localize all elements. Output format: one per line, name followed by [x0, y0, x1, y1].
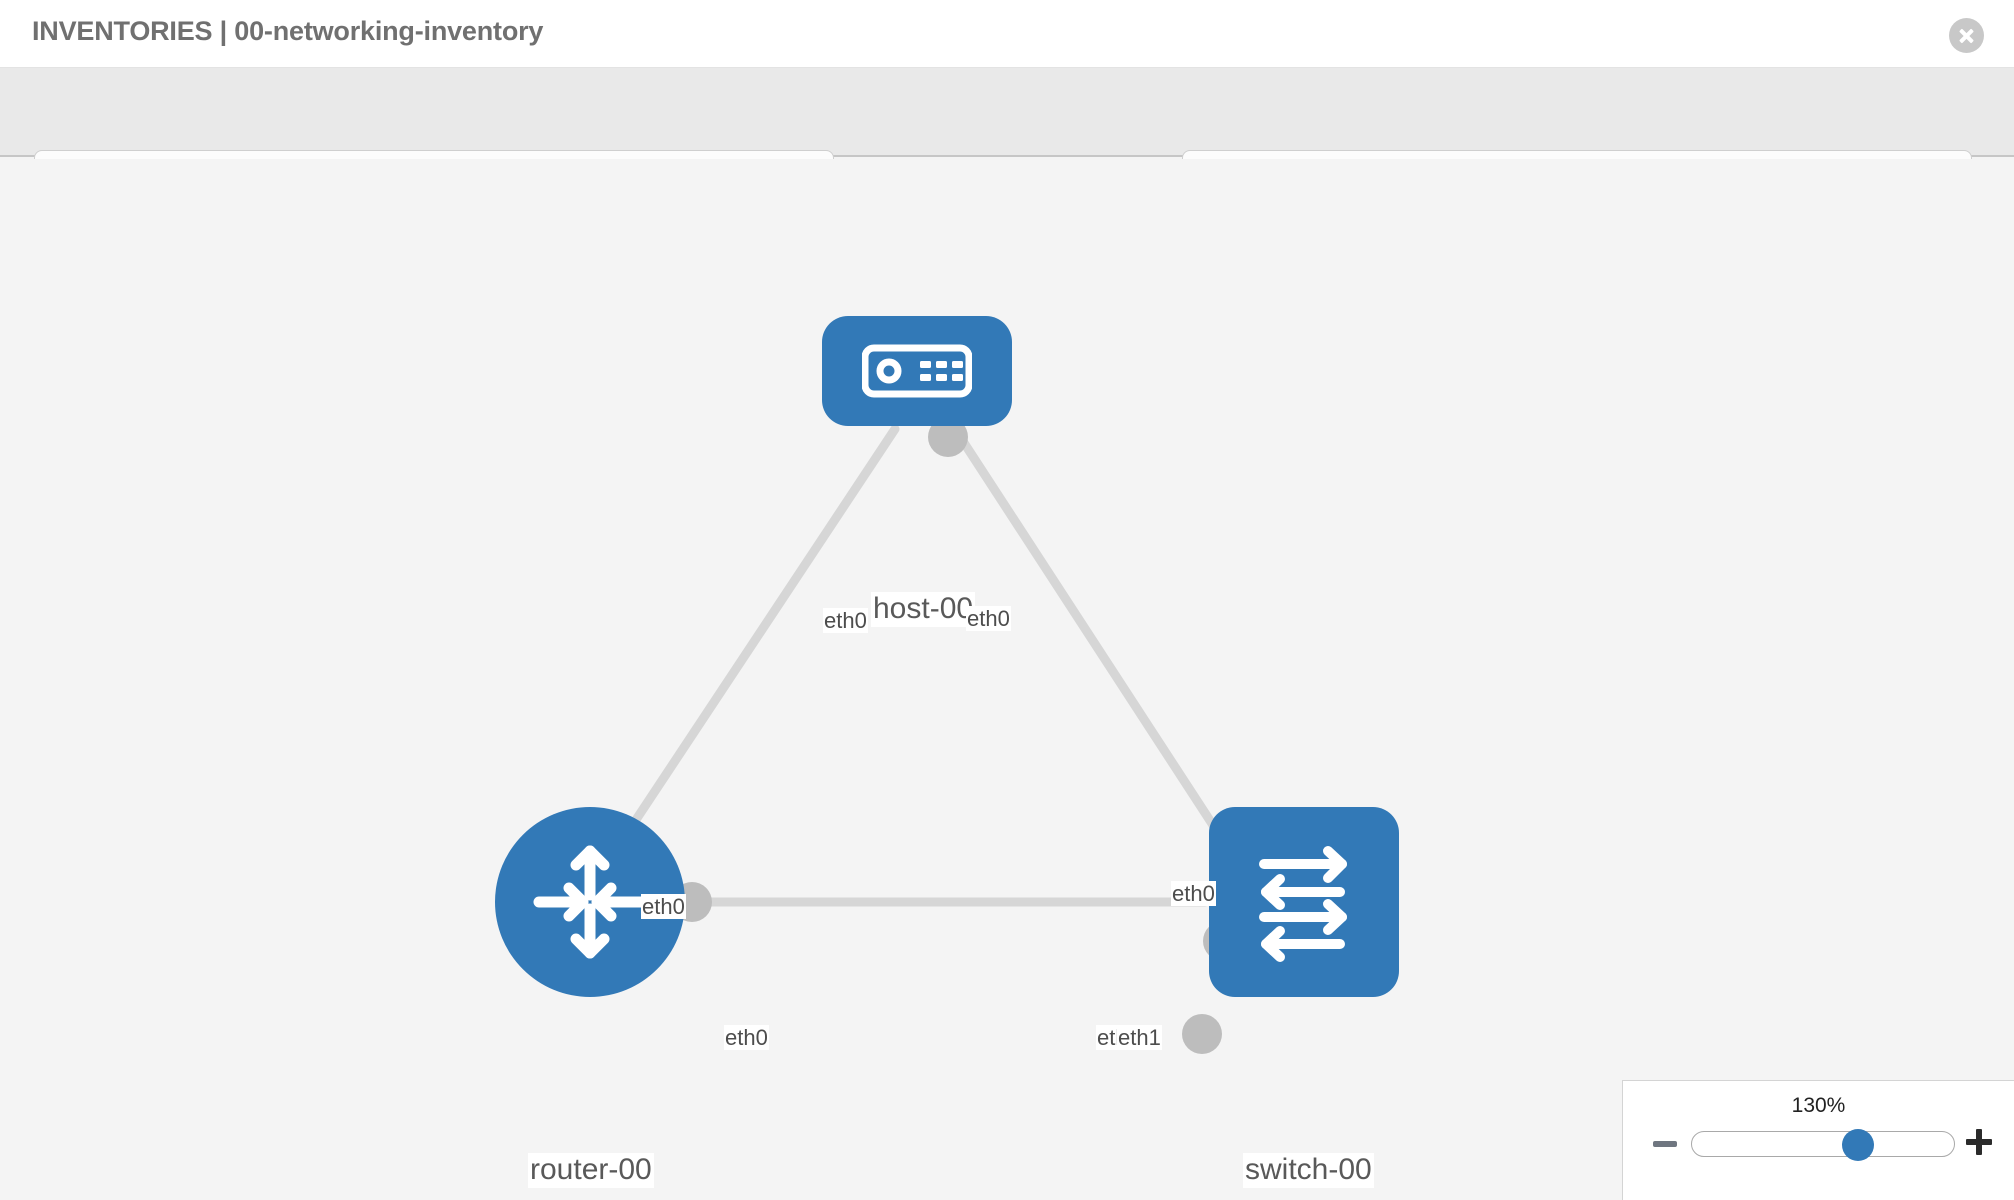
switch-icon: [1259, 846, 1347, 962]
interface-label-host-left: eth0: [823, 608, 868, 634]
node-label-switch-00: switch-00: [1243, 1153, 1374, 1188]
server-icon: [862, 344, 972, 398]
zoom-level-label: 130%: [1791, 1094, 1846, 1117]
connector-switch-00-west[interactable]: [1182, 1014, 1222, 1054]
page-title: INVENTORIES | 00-networking-inventory: [32, 16, 544, 46]
zoom-slider-thumb[interactable]: [1841, 1129, 1874, 1161]
link-host-switch: [950, 424, 1240, 864]
link-host-router: [605, 424, 900, 864]
interface-label-router-right: eth0: [724, 1025, 769, 1051]
toolbar: ACTIONS SEARCH: [0, 68, 2014, 200]
zoom-in-button[interactable]: [1966, 1129, 1992, 1155]
topology-canvas[interactable]: host-00 router-00 switch-00 eth0 eth0 et…: [0, 159, 2014, 1200]
topology-node-switch-00[interactable]: [1209, 807, 1399, 997]
interface-label-switch-up: eth0: [1171, 881, 1216, 907]
interface-label-switch-left-b: eth1: [1117, 1025, 1162, 1051]
node-label-host-00: host-00: [871, 592, 976, 627]
topology-node-host-00[interactable]: [822, 316, 1012, 426]
page-header: INVENTORIES | 00-networking-inventory: [0, 0, 2014, 68]
close-icon[interactable]: [1949, 18, 1984, 53]
node-label-router-00: router-00: [528, 1153, 654, 1188]
router-icon: [533, 845, 647, 959]
interface-label-host-right: eth0: [966, 606, 1011, 632]
zoom-slider-track[interactable]: [1691, 1131, 1955, 1157]
topology-links: [605, 424, 1240, 907]
zoom-out-button[interactable]: [1653, 1141, 1677, 1147]
zoom-control-panel: 130%: [1622, 1080, 2014, 1200]
interface-label-router-up: eth0: [641, 894, 686, 920]
